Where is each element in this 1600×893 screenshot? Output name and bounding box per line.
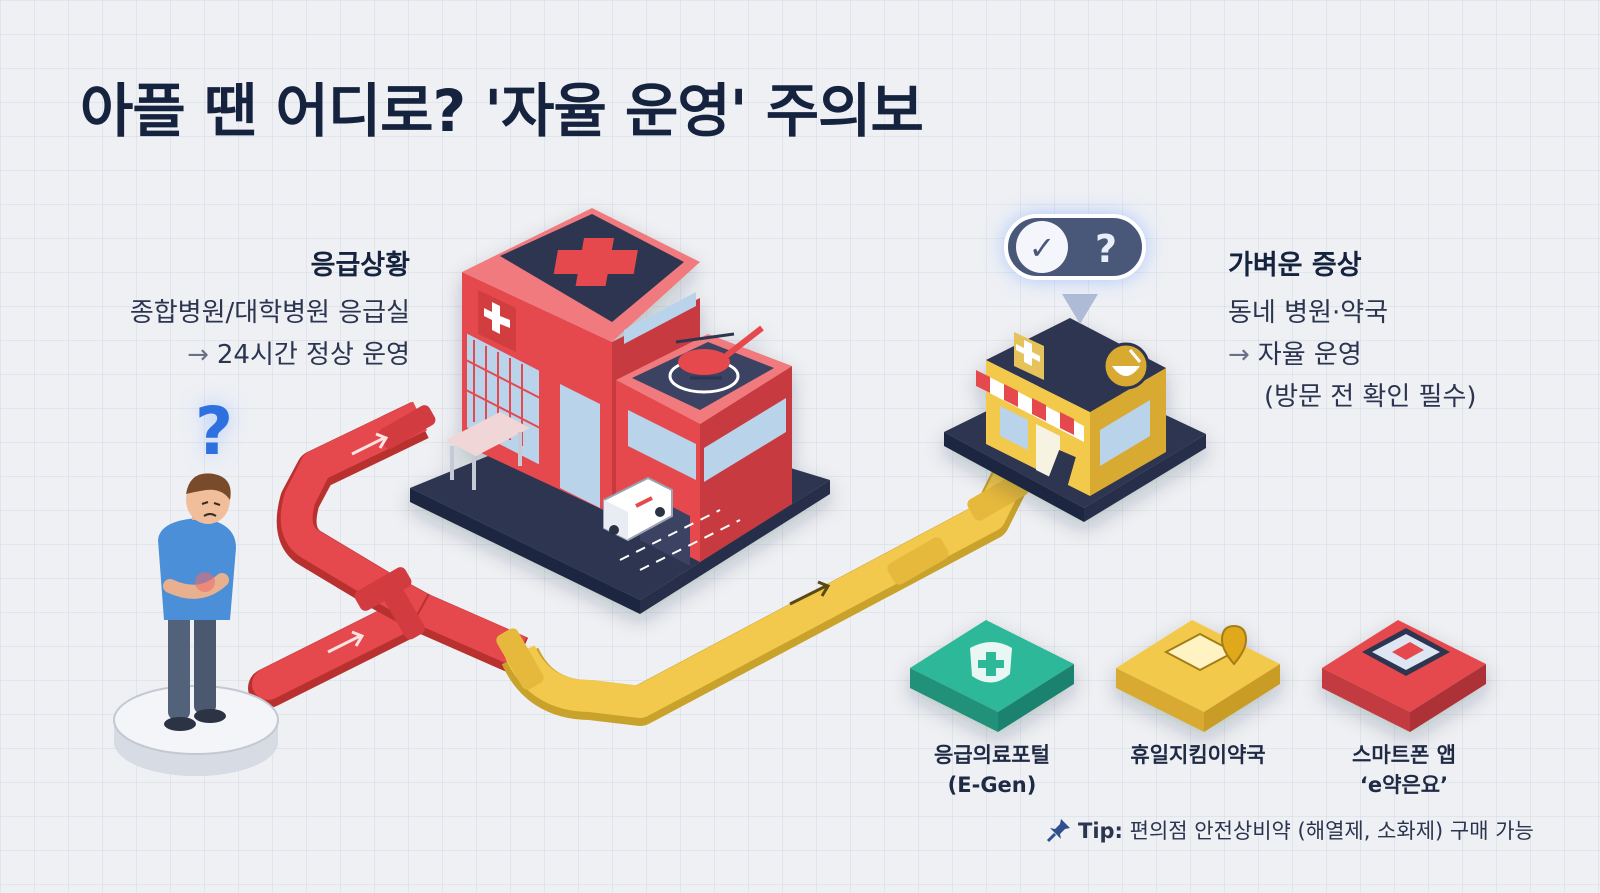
toggle-pointer: [1062, 294, 1098, 324]
emergency-heading: 응급상황: [310, 250, 410, 281]
hospital-building: [410, 208, 830, 614]
check-icon: ✓: [1029, 229, 1056, 267]
tip-label: Tip:: [1078, 819, 1123, 843]
question-mark-icon: ?: [195, 393, 233, 470]
emergency-hours: →24시간 정상 운영: [187, 340, 410, 370]
resource-label-holiday-pharmacy: 휴일지킴이약국: [1130, 743, 1266, 767]
ambulance-icon: [603, 476, 673, 542]
tip-text: 편의점 안전상비약 (해열제, 소화제) 구매 가능: [1129, 819, 1534, 843]
page-title: 아플 땐 어디로? '자율 운영' 주의보: [80, 77, 924, 145]
sick-person: [113, 473, 279, 776]
flow-arrow-icon: [789, 580, 831, 606]
emergency-facility: 종합병원/대학병원 응급실: [129, 298, 410, 328]
resource-tile-e-yakeunyo[interactable]: [1322, 620, 1486, 732]
resource-tile-egen[interactable]: [910, 620, 1074, 732]
tip-note: Tip: 편의점 안전상비약 (해열제, 소화제) 구매 가능: [1046, 815, 1534, 845]
resource-label-egen: 응급의료포털 (E-Gen): [934, 743, 1050, 797]
flow-arrow-icon: [327, 630, 365, 654]
arrow-right-icon: →: [1228, 340, 1250, 370]
mild-symptom-info: 가벼운 증상 동네 병원·약국 →자율 운영 (방문 전 확인 필수): [1228, 243, 1477, 418]
pharmacy-building: [944, 318, 1206, 522]
pushpin-icon: [1046, 819, 1070, 843]
map-pin-icon: [1220, 624, 1248, 666]
yellow-pipe: [496, 468, 1029, 726]
red-pipe: [248, 401, 529, 708]
arrow-right-icon: →: [187, 340, 209, 370]
mild-facility: 동네 병원·약국: [1228, 298, 1389, 328]
mild-operation: →자율 운영: [1228, 340, 1362, 370]
status-toggle[interactable]: [1004, 214, 1146, 280]
resource-label-e-yakeunyo: 스마트폰 앱 ‘e약은요’: [1352, 743, 1456, 797]
emergency-info: 응급상황 종합병원/대학병원 응급실 →24시간 정상 운영: [130, 243, 410, 376]
mild-heading: 가벼운 증상: [1228, 250, 1362, 281]
helicopter-icon: [675, 325, 764, 380]
resource-tile-holiday-pharmacy[interactable]: [1116, 620, 1280, 732]
question-icon: ?: [1095, 227, 1117, 271]
mild-note: (방문 전 확인 필수): [1264, 382, 1477, 412]
flow-arrow-icon: [351, 432, 389, 456]
